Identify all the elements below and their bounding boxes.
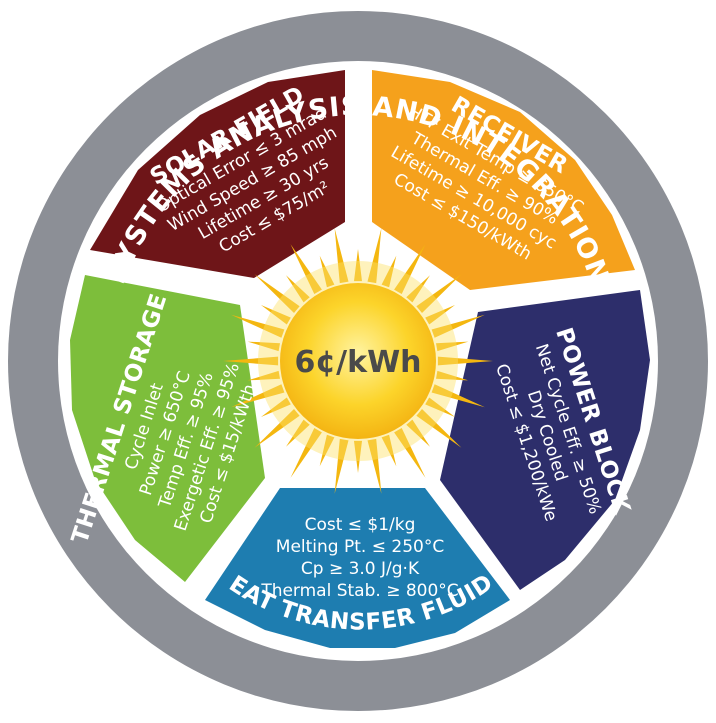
sun-ray (334, 438, 349, 494)
sun-ray (431, 314, 485, 338)
center-cost-target: 6¢/kWh (294, 345, 421, 380)
sun-ray (416, 274, 462, 313)
htf-line: Melting Pt. ≤ 250°C (276, 537, 444, 557)
sun-ray (436, 341, 469, 352)
sun-ray (381, 434, 397, 467)
sun-ray (354, 440, 362, 473)
power-block-wedge (440, 290, 650, 590)
htf-line: Cp ≥ 3.0 J/g·K (301, 559, 420, 579)
sun-ray (247, 370, 280, 381)
sun-rays (223, 228, 493, 494)
sun-ray (261, 397, 291, 417)
sun-ray (354, 249, 362, 282)
sun-ray (425, 397, 455, 417)
sun-ray (254, 274, 300, 313)
sun-ray (394, 428, 426, 478)
receiver-wedge (372, 70, 635, 290)
sun-ray (394, 244, 426, 294)
solar-field-wedge (90, 70, 345, 278)
sun-ray (223, 356, 279, 366)
sun-ray (334, 228, 349, 284)
sun-ray (290, 428, 322, 478)
htf-line: Cost ≤ $1/kg (305, 515, 416, 535)
sun-ray (367, 228, 382, 284)
sun-ray (381, 255, 397, 288)
sun-ray (254, 409, 300, 448)
sun-ray (319, 255, 335, 288)
sun-ray (367, 438, 382, 494)
sun-ray (437, 356, 493, 366)
sun-ray (231, 314, 285, 338)
sun-ray (286, 419, 310, 447)
htf-wedge (205, 488, 510, 648)
thermal-storage-wedge (70, 275, 265, 582)
sun-ray (261, 305, 291, 325)
sun-ray (319, 434, 335, 467)
sun-ray (416, 409, 462, 448)
sun-ray (286, 275, 310, 303)
sun-ray (406, 419, 430, 447)
htf-line: Thermal Stab. ≥ 800°C (260, 581, 458, 601)
sun-ray (425, 305, 455, 325)
sun-disc (280, 283, 436, 439)
sun-ray (406, 275, 430, 303)
segment-thermal-storage[interactable] (70, 275, 265, 582)
sun-ray (290, 244, 322, 294)
segment-heat-transfer-fluids[interactable] (205, 488, 510, 648)
segment-power-block[interactable] (440, 290, 650, 590)
sun-ray (231, 384, 285, 408)
sun-ray (431, 384, 485, 408)
segment-solar-field[interactable] (90, 70, 345, 278)
sun-ray (436, 370, 469, 381)
sun-ray (247, 341, 280, 352)
segment-receiver[interactable] (372, 70, 635, 290)
